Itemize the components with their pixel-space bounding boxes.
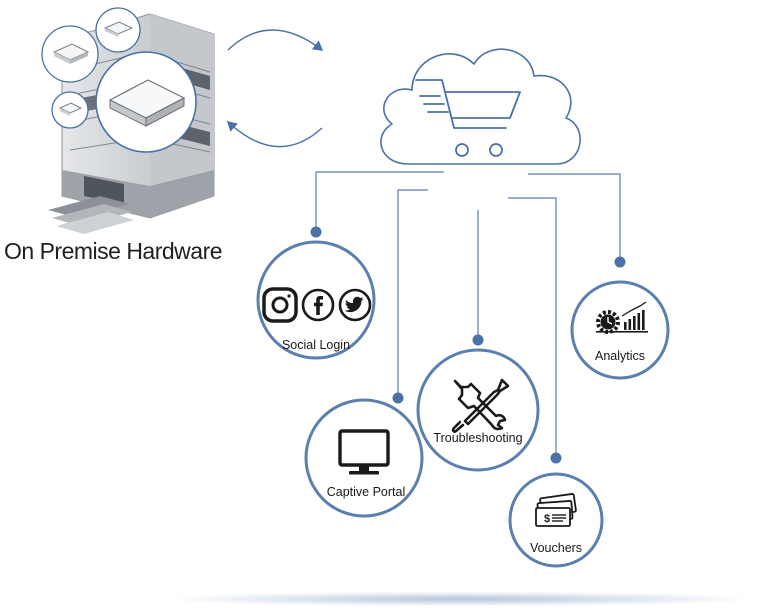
connector-lines — [315, 171, 621, 456]
floor-glow — [180, 592, 740, 606]
bar-chart-icon — [596, 301, 648, 333]
sync-arrows — [226, 29, 324, 148]
social-login-label: Social Login — [282, 338, 350, 352]
device-bubble-small-3 — [51, 91, 89, 129]
hardware-device-bubbles — [41, 7, 197, 153]
node-vouchers: $ Vouchers — [508, 472, 604, 568]
facebook-icon — [301, 288, 335, 322]
connector-social-login — [315, 171, 444, 232]
device-bubble-large — [95, 51, 197, 153]
twitter-icon — [338, 288, 372, 322]
node-social-login: Social Login — [256, 240, 376, 360]
connector-captive-portal — [397, 189, 428, 398]
svg-text:$: $ — [544, 513, 550, 525]
node-troubleshooting: Troubleshooting — [416, 348, 540, 472]
device-bubble-small-2 — [95, 7, 141, 53]
captive-portal-label: Captive Portal — [327, 485, 406, 499]
vouchers-label: Vouchers — [530, 541, 582, 555]
connector-vouchers — [508, 197, 557, 456]
troubleshooting-label: Troubleshooting — [433, 431, 522, 445]
on-premise-hardware-label: On Premise Hardware — [4, 238, 223, 264]
cloud-icon — [380, 48, 581, 165]
voucher-icon: $ — [535, 493, 577, 527]
node-analytics: Analytics — [570, 280, 670, 380]
analytics-label: Analytics — [595, 349, 645, 363]
arrow-to-cloud — [227, 29, 324, 51]
wrench-screwdriver-icon — [451, 378, 510, 433]
connector-analytics — [528, 173, 621, 260]
instagram-icon — [262, 287, 298, 323]
arrow-to-hardware — [226, 121, 323, 148]
device-bubble-small-1 — [41, 25, 99, 83]
shopping-cart-icon — [415, 79, 521, 157]
gear-clock-icon — [596, 310, 620, 334]
monitor-icon — [338, 429, 390, 475]
node-captive-portal: Captive Portal — [304, 398, 424, 518]
connector-dots — [310, 226, 626, 464]
